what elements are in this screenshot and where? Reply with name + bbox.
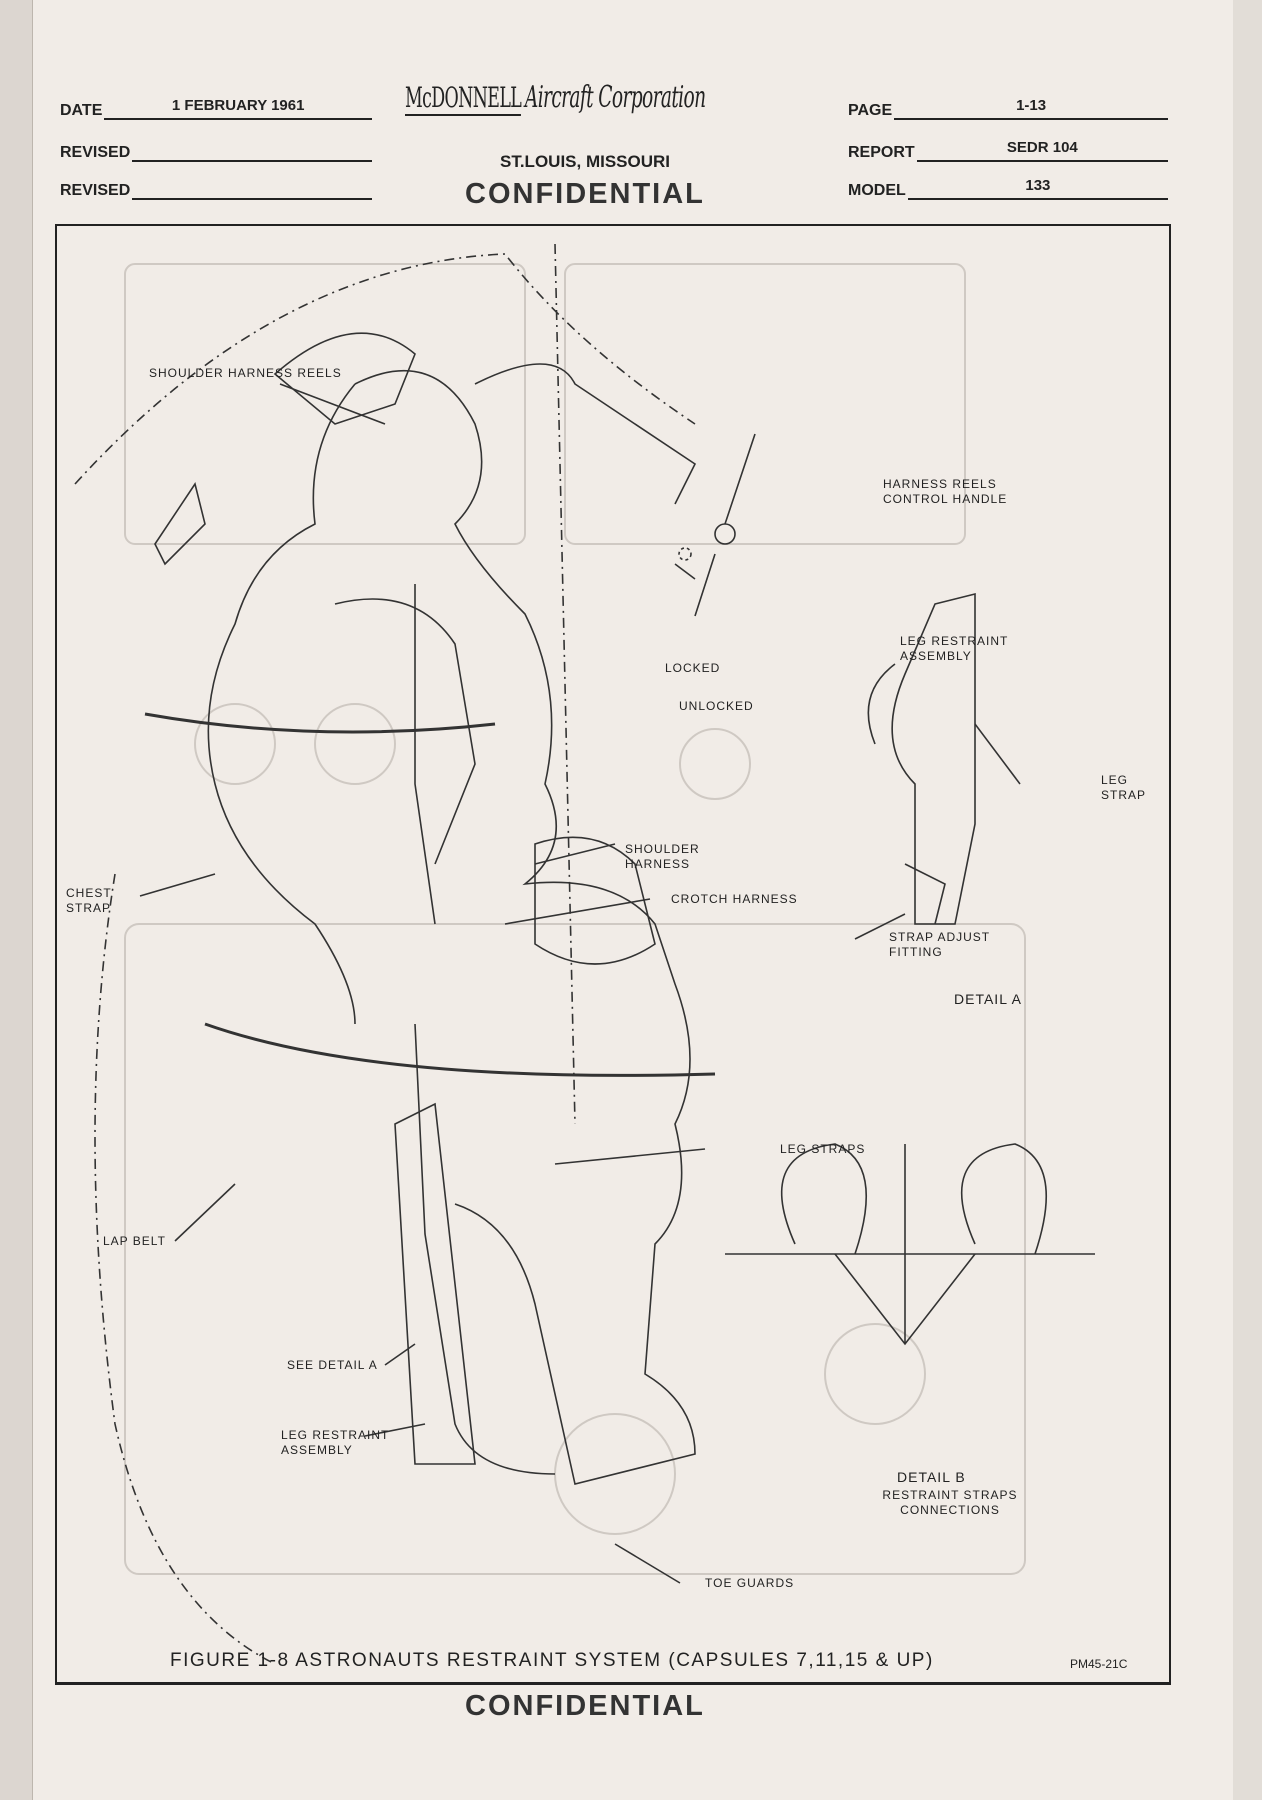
model-label: MODEL [848, 182, 906, 199]
drawing-code: PM45-21C [1070, 1657, 1128, 1671]
page-edge [1233, 0, 1262, 1800]
background-console-ghost [124, 263, 1026, 1575]
date-label: DATE [60, 102, 103, 119]
revised-field-1: REVISED [60, 142, 372, 162]
label-unlocked: UNLOCKED [679, 699, 754, 713]
label-chest-strap: CHEST STRAP [66, 886, 112, 915]
date-field: DATE 1 FEBRUARY 1961 [60, 97, 372, 120]
classification-header: CONFIDENTIAL [465, 178, 705, 210]
page-field: PAGE 1-13 [848, 97, 1168, 120]
location: ST.LOUIS, MISSOURI [500, 152, 671, 171]
report-value: SEDR 104 [1006, 139, 1078, 156]
detail-a-sketch [867, 592, 976, 925]
capsule-outline [74, 243, 696, 1665]
label-shoulder-harness: SHOULDER HARNESS [625, 842, 700, 871]
label-detail-b: DETAIL B [897, 1469, 966, 1485]
astronaut-figure [144, 332, 736, 1485]
label-harness-reels-control-handle: HARNESS REELS CONTROL HANDLE [883, 477, 1008, 506]
model-value: 133 [1025, 177, 1051, 194]
classification-footer: CONFIDENTIAL [465, 1690, 705, 1722]
label-see-detail-a: SEE DETAIL A [287, 1358, 378, 1372]
label-toe-guards: TOE GUARDS [705, 1576, 795, 1590]
label-shoulder-harness-reels: SHOULDER HARNESS REELS [149, 366, 342, 380]
page-label: PAGE [848, 102, 893, 119]
label-leg-strap: LEG STRAP [1101, 773, 1147, 802]
label-crotch-harness: CROTCH HARNESS [671, 892, 798, 906]
company-script: Aircraft Corporation [524, 80, 706, 115]
figure-caption: FIGURE 1-8 ASTRONAUTS RESTRAINT SYSTEM (… [170, 1650, 934, 1671]
detail-b-sketch [725, 1143, 1095, 1346]
restraint-system-illustration [74, 243, 1095, 1665]
figure-frame [55, 224, 1171, 1685]
date-value: 1 FEBRUARY 1961 [171, 97, 305, 114]
book-binding [0, 0, 33, 1800]
label-leg-restraint-assembly: LEG RESTRAINT ASSEMBLY [281, 1428, 390, 1457]
document-page [33, 0, 1233, 1800]
company-name: McDONNELL [405, 81, 522, 116]
leader-lines [139, 383, 1021, 1584]
label-strap-adjust-fitting: STRAP ADJUST FITTING [889, 930, 990, 959]
label-restraint-straps-connections: RESTRAINT STRAPS CONNECTIONS [882, 1488, 1018, 1517]
label-locked: LOCKED [665, 661, 721, 675]
report-label: REPORT [848, 144, 915, 161]
revised-label: REVISED [60, 182, 131, 199]
revised-label: REVISED [60, 144, 131, 161]
label-leg-straps: LEG STRAPS [780, 1142, 866, 1156]
page-value: 1-13 [1016, 97, 1047, 114]
label-detail-a: DETAIL A [954, 991, 1022, 1007]
label-leg-restraint-assembly-detail: LEG RESTRAINT ASSEMBLY [900, 634, 1009, 663]
report-field: REPORT SEDR 104 [848, 139, 1168, 162]
label-lap-belt: LAP BELT [103, 1234, 166, 1248]
model-field: MODEL 133 [848, 177, 1168, 200]
revised-field-2: REVISED [60, 180, 372, 200]
